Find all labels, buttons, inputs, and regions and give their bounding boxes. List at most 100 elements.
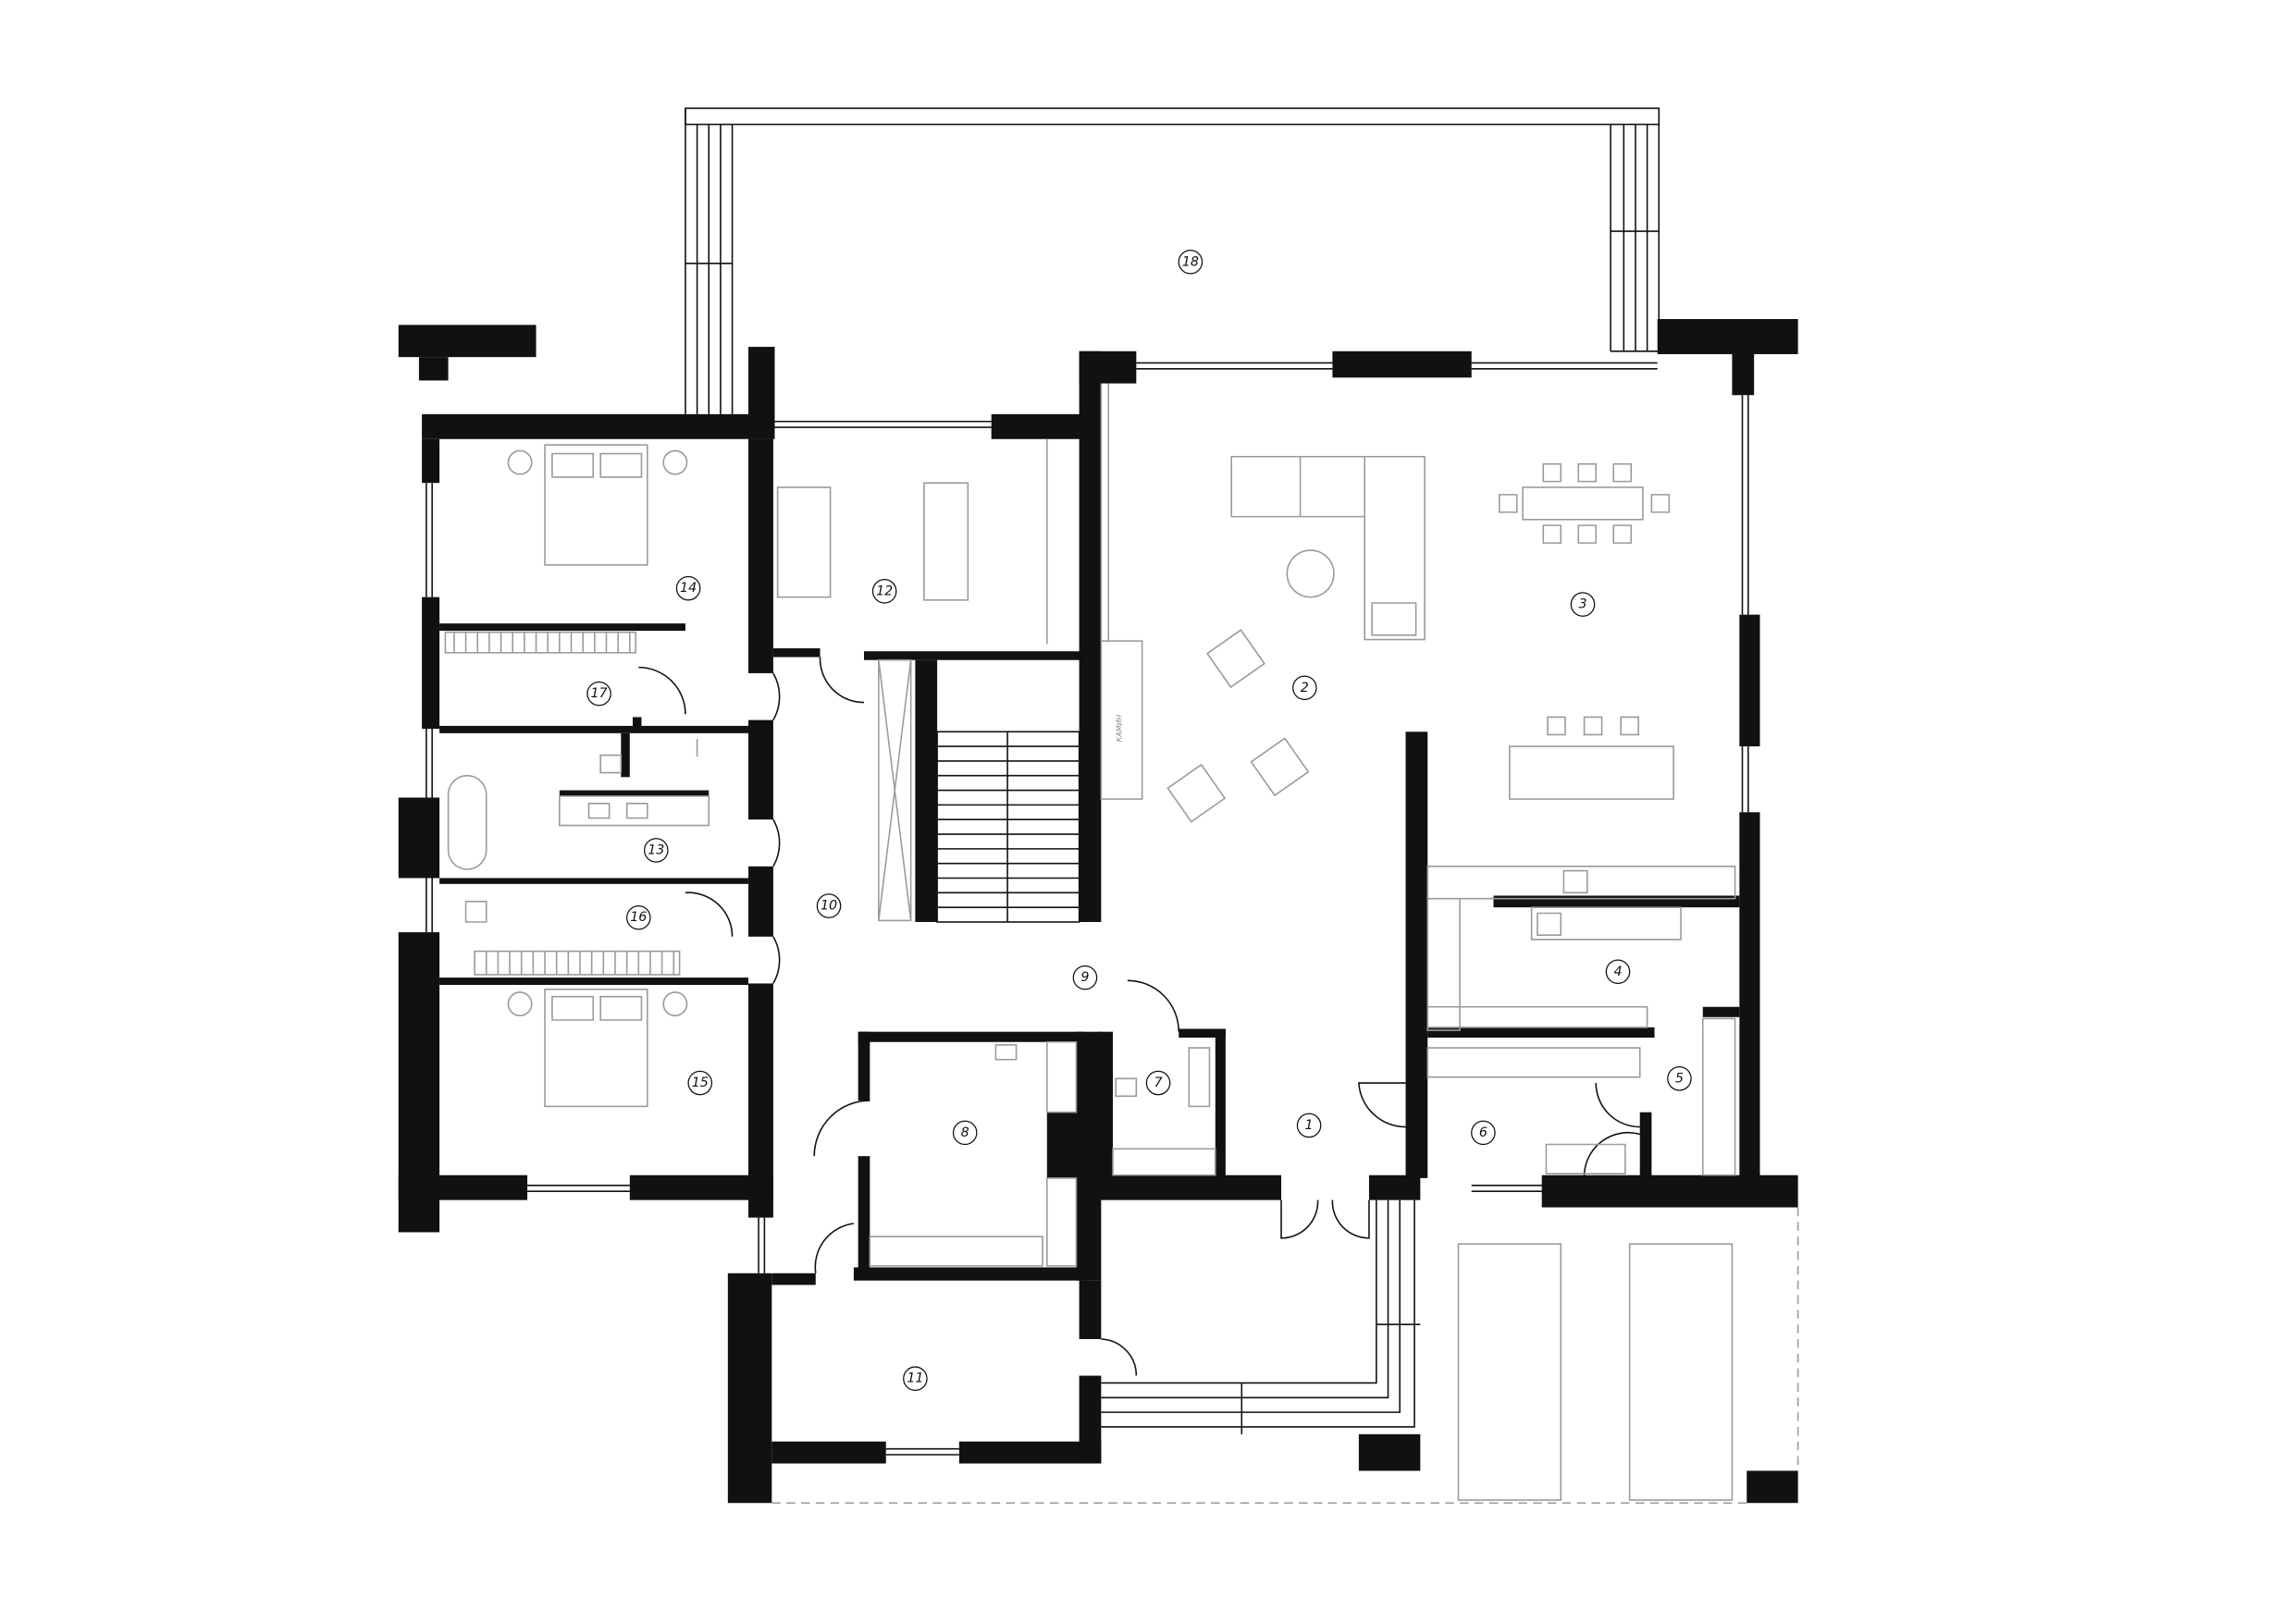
wall-segment xyxy=(1747,1470,1798,1504)
wall-segment xyxy=(853,1267,1092,1281)
room-label-18: 18 xyxy=(1178,249,1204,275)
wall-segment xyxy=(863,651,1084,660)
room-number: 9 xyxy=(1080,970,1089,985)
wardrobe xyxy=(444,631,636,654)
desk xyxy=(923,482,969,601)
pillows xyxy=(551,452,643,1021)
room-label-5: 5 xyxy=(1667,1066,1692,1091)
room-number: 11 xyxy=(907,1371,923,1386)
room-number: 16 xyxy=(630,910,647,925)
wall-segment xyxy=(747,866,773,937)
wall-segment xyxy=(858,1156,870,1273)
wall-segment xyxy=(1098,1031,1114,1178)
wall-segment xyxy=(621,732,630,778)
wall-segment xyxy=(991,413,1084,439)
room-label-2: 2 xyxy=(1292,675,1317,701)
wall-segment xyxy=(1493,895,1740,908)
room-number: 13 xyxy=(648,842,664,857)
kitchen-units xyxy=(1426,866,1736,1176)
room-label-6: 6 xyxy=(1471,1120,1496,1146)
room-label-circle xyxy=(816,893,842,918)
vanity xyxy=(464,739,710,923)
wall-segment xyxy=(772,1441,886,1464)
wall-segment xyxy=(1657,318,1798,354)
bed xyxy=(544,444,648,566)
room-label-circle xyxy=(1292,675,1317,701)
room-number: 18 xyxy=(1182,254,1199,269)
armchair xyxy=(1250,737,1310,797)
wall-segment xyxy=(1427,1027,1655,1038)
room-label-circle xyxy=(871,579,897,604)
room-label-circle xyxy=(952,1120,978,1146)
laundry-units xyxy=(869,1040,1216,1267)
staircase xyxy=(878,658,1080,923)
wall-segment xyxy=(727,1273,772,1504)
coffee-table xyxy=(1286,549,1335,598)
car xyxy=(1628,1243,1734,1501)
wall-segment xyxy=(559,790,710,796)
room-label-3: 3 xyxy=(1570,592,1596,617)
room-label-15: 15 xyxy=(687,1070,713,1096)
dining-table xyxy=(1522,486,1644,521)
fireplace-label: КАМИН xyxy=(1116,715,1124,743)
room-number: 1 xyxy=(1305,1118,1314,1133)
wall-segment xyxy=(439,725,748,733)
room-label-circle xyxy=(675,575,701,601)
furniture xyxy=(444,383,1736,1501)
wall-segment xyxy=(398,325,537,358)
room-label-10: 10 xyxy=(816,893,842,918)
wardrobe-hangers xyxy=(453,632,675,975)
kitchen-island xyxy=(1509,745,1674,800)
wall-segment xyxy=(1179,1028,1226,1038)
wall-segment xyxy=(915,659,938,922)
room-label-circle xyxy=(1296,1113,1322,1138)
wall-segment xyxy=(439,623,685,632)
room-label-17: 17 xyxy=(586,681,611,707)
room-label-circle xyxy=(903,1366,928,1392)
terrace xyxy=(685,107,1660,414)
room-label-circle xyxy=(643,838,669,863)
wall-segment xyxy=(1732,353,1755,396)
car xyxy=(1457,1243,1562,1501)
room-number: 8 xyxy=(961,1125,969,1140)
room-label-8: 8 xyxy=(952,1120,978,1146)
room-label-circle xyxy=(625,904,651,930)
room-label-9: 9 xyxy=(1072,965,1098,990)
room-label-circle xyxy=(1145,1070,1171,1096)
armchair xyxy=(1205,629,1265,689)
wall-segment xyxy=(398,1174,528,1200)
room-label-circle xyxy=(1605,959,1631,985)
wall-segment xyxy=(422,438,440,484)
room-number: 12 xyxy=(876,584,893,598)
office-partition xyxy=(1046,383,1110,645)
room-number: 14 xyxy=(680,581,697,596)
wall-segment xyxy=(1405,732,1428,1178)
wall-segment xyxy=(1739,812,1760,1178)
wall-segment xyxy=(1639,1112,1652,1178)
armchair xyxy=(1167,763,1227,823)
chairs xyxy=(1499,462,1671,736)
windows xyxy=(426,362,1799,1505)
wall-segment xyxy=(1358,1433,1421,1471)
room-label-circle xyxy=(1471,1120,1496,1146)
wall-segment xyxy=(747,347,775,439)
fireplace xyxy=(1100,640,1143,800)
wall-segment xyxy=(858,1031,870,1101)
wall-segment xyxy=(1079,350,1102,922)
room-label-1: 1 xyxy=(1296,1113,1322,1138)
room-label-11: 11 xyxy=(903,1366,928,1392)
wall-segment xyxy=(772,648,821,658)
room-label-14: 14 xyxy=(675,575,701,601)
wall-segment xyxy=(1046,1112,1080,1178)
wall-segment xyxy=(1332,350,1472,378)
wall-segment xyxy=(747,983,773,1218)
wall-segment xyxy=(439,878,748,884)
wall-segment xyxy=(747,719,773,820)
wall-segment xyxy=(1098,1174,1282,1200)
room-number: 4 xyxy=(1613,965,1622,979)
room-label-circle xyxy=(1072,965,1098,990)
room-number: 7 xyxy=(1154,1076,1163,1090)
room-label-13: 13 xyxy=(643,838,669,863)
room-label-circle xyxy=(1667,1066,1692,1091)
nightstands xyxy=(507,449,688,1017)
